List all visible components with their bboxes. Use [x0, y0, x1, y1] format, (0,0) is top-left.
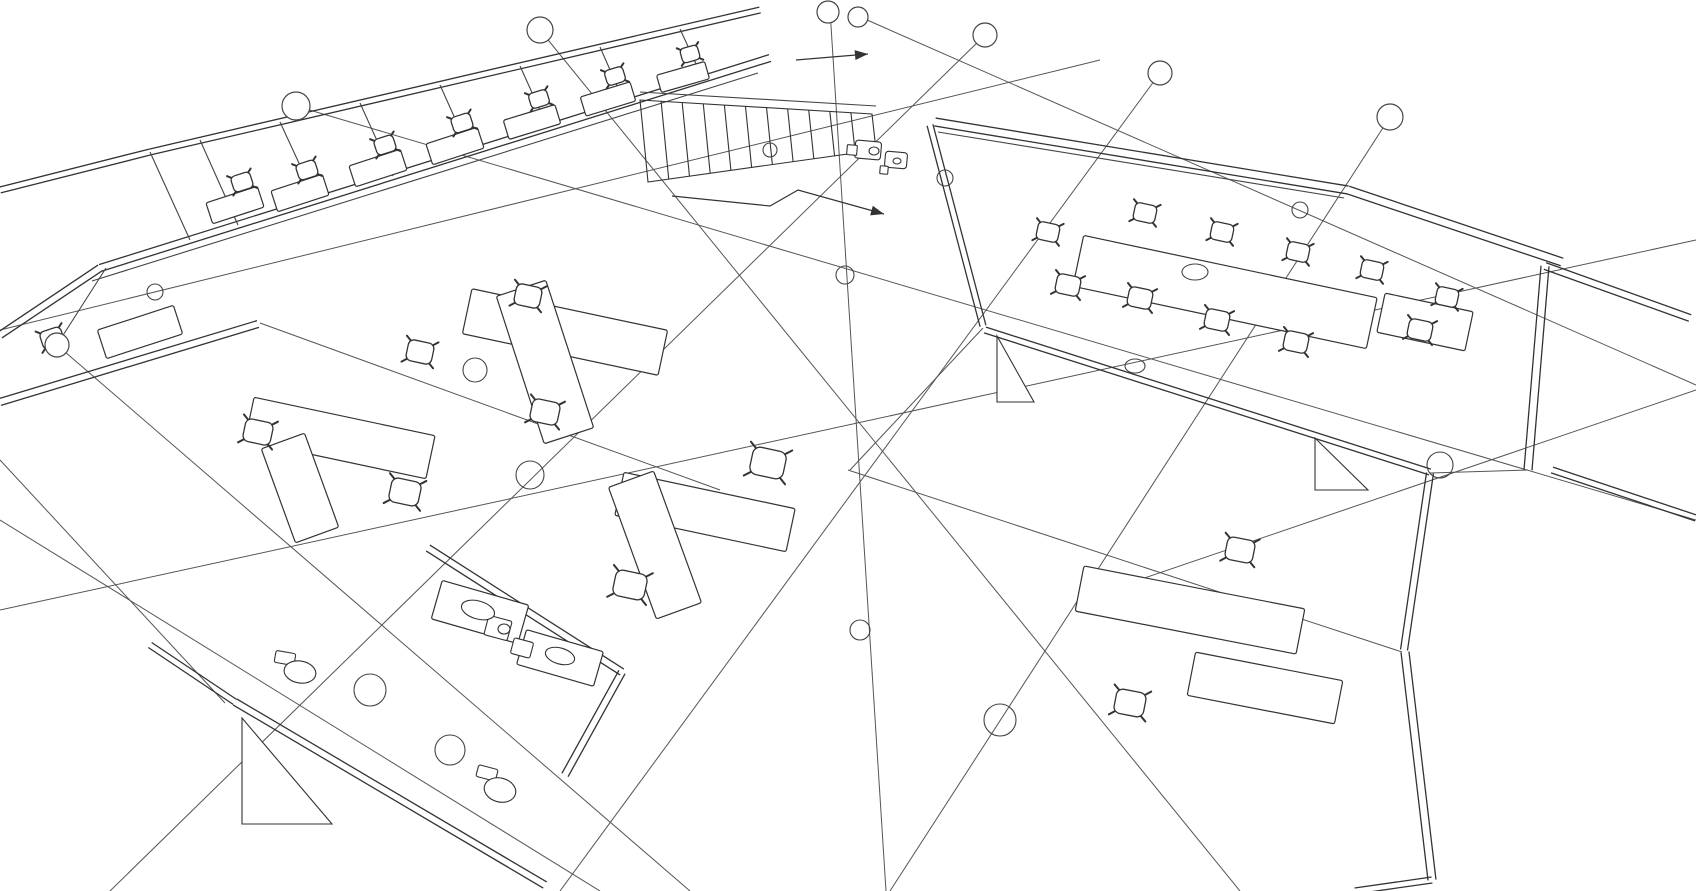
- structural-grid-lines-layer: [0, 9, 1696, 891]
- floor-circles-layer: [146, 142, 1454, 766]
- grid-bubbles-layer: [44, 0, 1404, 358]
- staircase: [639, 99, 877, 183]
- plumbing-fixtures-layer: [273, 139, 908, 803]
- walls-layer: [0, 6, 1696, 891]
- door-swing-triangles-layer: [241, 333, 1370, 825]
- desks-and-tables-layer: [97, 61, 1474, 725]
- direction-arrows-layer: [671, 50, 885, 216]
